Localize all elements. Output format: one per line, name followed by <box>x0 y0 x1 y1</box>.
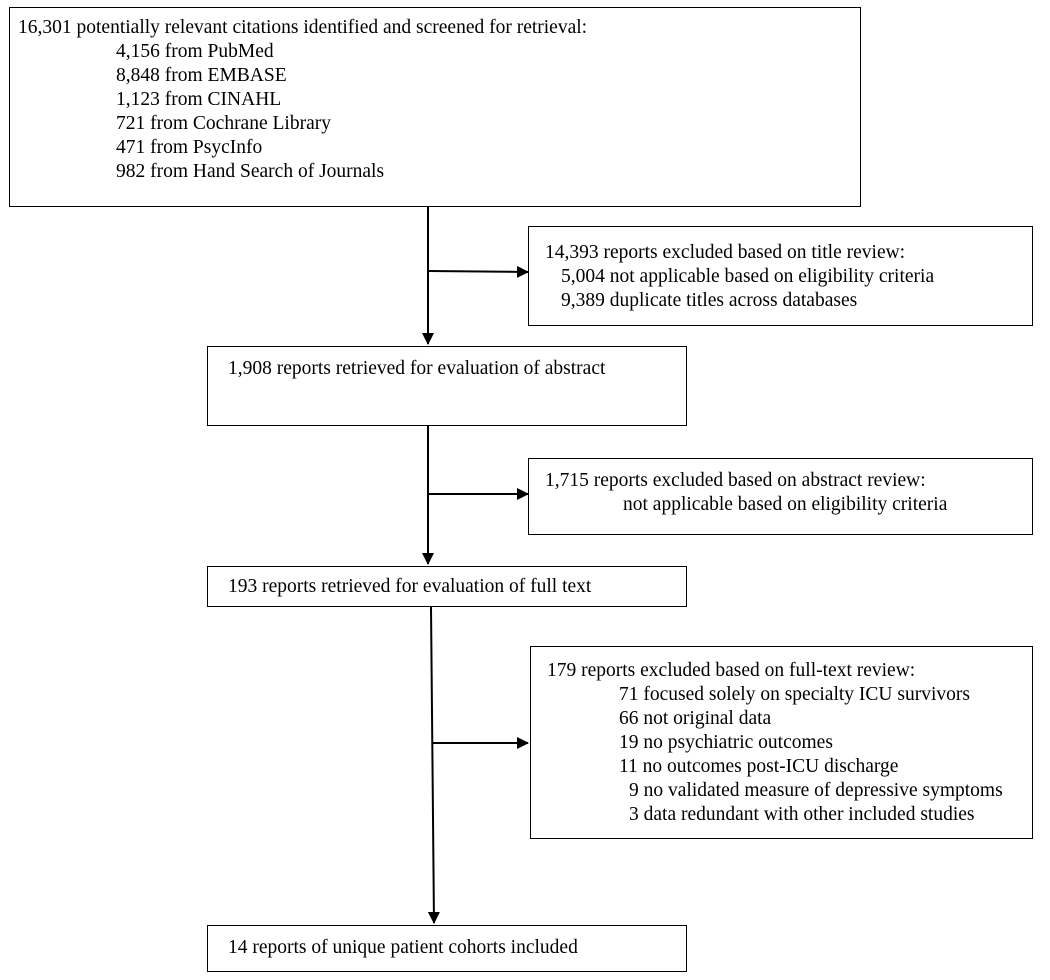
abstract-exclusion-reason: not applicable based on eligibility crit… <box>623 494 948 515</box>
fulltext-exclusion-reason-no-validated-measure: 9 no validated measure of depressive sym… <box>629 780 1003 801</box>
source-embase: 8,848 from EMBASE <box>116 65 287 86</box>
title-exclusion-heading: 14,393 reports excluded based on title r… <box>545 242 906 263</box>
arrow-to-title-exclusion <box>427 265 529 278</box>
source-psycinfo: 471 from PsycInfo <box>116 137 263 158</box>
source-pubmed: 4,156 from PubMed <box>116 41 274 62</box>
fulltext-exclusion-reason-no-psychiatric: 19 no psychiatric outcomes <box>619 732 833 753</box>
fulltext-exclusion-reason-redundant: 3 data redundant with other included stu… <box>629 804 975 825</box>
abstract-retrieval-box: 1,908 reports retrieved for evaluation o… <box>207 346 687 426</box>
included-text: 14 reports of unique patient cohorts inc… <box>228 937 578 958</box>
source-hand-search: 982 from Hand Search of Journals <box>116 161 385 182</box>
fulltext-exclusion-reason-specialty-icu: 71 focused solely on specialty ICU survi… <box>619 684 970 705</box>
fulltext-exclusion-reason-not-original: 66 not original data <box>619 708 772 729</box>
arrow-fulltext-to-included <box>427 606 440 924</box>
identification-box: 16,301 potentially relevant citations id… <box>9 7 861 207</box>
identification-heading: 16,301 potentially relevant citations id… <box>18 17 588 38</box>
fulltext-exclusion-reason-no-post-icu: 11 no outcomes post-ICU discharge <box>619 756 899 777</box>
abstract-exclusion-box: 1,715 reports excluded based on abstract… <box>528 458 1033 535</box>
title-exclusion-reason-duplicates: 9,389 duplicate titles across databases <box>561 290 858 311</box>
fulltext-exclusion-heading: 179 reports excluded based on full-text … <box>547 660 916 681</box>
included-box: 14 reports of unique patient cohorts inc… <box>207 925 687 972</box>
fulltext-retrieval-box: 193 reports retrieved for evaluation of … <box>207 566 687 607</box>
title-exclusion-box: 14,393 reports excluded based on title r… <box>528 226 1033 326</box>
title-exclusion-reason-eligibility: 5,004 not applicable based on eligibilit… <box>561 266 935 287</box>
source-cinahl: 1,123 from CINAHL <box>116 89 282 110</box>
fulltext-exclusion-box: 179 reports excluded based on full-text … <box>530 646 1033 839</box>
source-cochrane: 721 from Cochrane Library <box>116 113 331 134</box>
abstract-exclusion-heading: 1,715 reports excluded based on abstract… <box>545 470 926 491</box>
abstract-retrieval-text: 1,908 reports retrieved for evaluation o… <box>228 358 606 379</box>
fulltext-retrieval-text: 193 reports retrieved for evaluation of … <box>228 576 592 597</box>
